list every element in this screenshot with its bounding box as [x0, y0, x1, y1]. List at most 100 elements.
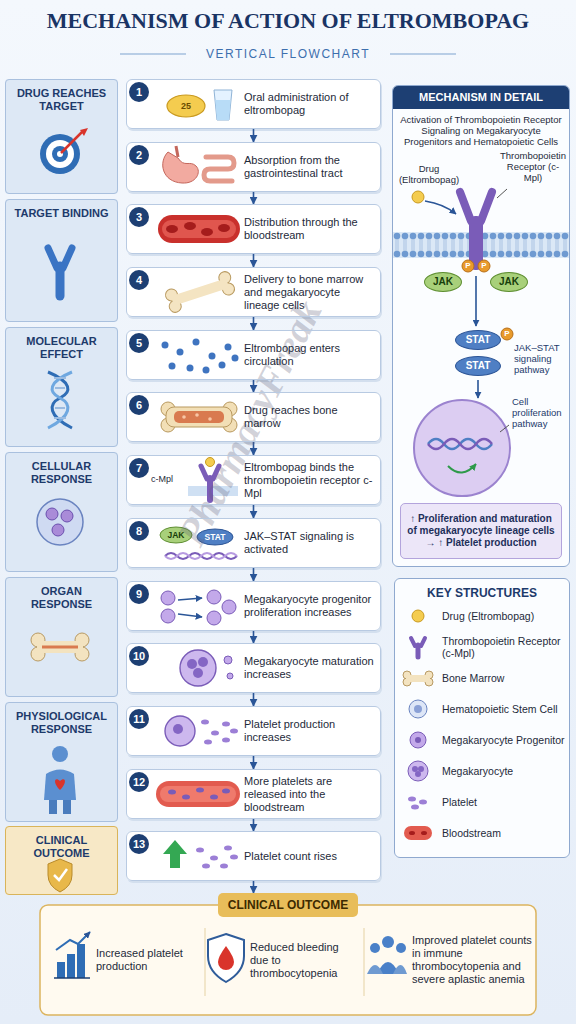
step-box-fill [126, 204, 381, 254]
oval-text: JAK [433, 276, 453, 288]
legend-icons [415, 737, 421, 743]
gi-tract [163, 146, 234, 183]
step-box-fill [126, 142, 381, 192]
step-number-circle [129, 207, 149, 227]
stage-box: DRUG REACHES TARGET [5, 79, 118, 194]
jak-oval: JAK [424, 272, 462, 292]
receptor-label: Thrombopoietin Receptor (c-Mpl) [498, 150, 568, 183]
platelet-production-figure [173, 724, 183, 734]
drug-particles [232, 355, 239, 362]
platelet-production-figure [230, 729, 238, 734]
receptor-icon [56, 266, 65, 296]
gi-tract [204, 157, 234, 181]
platelet-production-figure [222, 722, 230, 727]
step-box-fill [126, 831, 381, 881]
dna-icon [55, 407, 65, 409]
step-number: 4 [129, 270, 149, 290]
stage-fill [5, 826, 118, 895]
bone-marrow-figure [195, 413, 199, 417]
legend-text: Thrombopoietin Receptor (c-Mpl) [442, 635, 566, 659]
pathway-label: JAK–STAT signaling pathway [514, 342, 568, 375]
legend-icons [412, 766, 418, 772]
outcome-panel-fill [205, 928, 206, 996]
legend-icons [403, 610, 433, 840]
cell-icon [37, 499, 83, 545]
stage-fill [5, 327, 118, 447]
stage-heading: CLINICAL OUTCOME [9, 834, 114, 860]
gi-tract [163, 152, 199, 183]
nucleus [414, 400, 510, 496]
platelets-in-vessel [168, 790, 176, 795]
legend-item: Megakaryocyte [442, 765, 566, 777]
progenitor-cells [161, 609, 175, 623]
step-number: 2 [129, 145, 149, 165]
dna-icon [48, 372, 72, 428]
outcome-panel-fill [364, 928, 365, 996]
bone-figure [171, 278, 229, 305]
legend-icons [404, 826, 432, 840]
platelet-rise-figure [163, 840, 238, 869]
platelet-rise-figure [224, 846, 232, 851]
detail-panel-fill [392, 85, 570, 567]
shield-icon [48, 859, 72, 892]
title: MECHANISM OF ACTION OF ELTROMBOPAG [0, 8, 576, 34]
stage-box: CELLULAR RESPONSE [5, 452, 118, 572]
target-icon [61, 132, 82, 153]
stage-fill [5, 79, 118, 895]
drug-molecule [412, 191, 456, 214]
drug-molecule [425, 201, 456, 214]
panel-title: MECHANISM IN DETAIL [393, 86, 569, 109]
step-text: Absorption from the gastrointestinal tra… [244, 154, 377, 180]
legend-text: Megakaryocyte [442, 765, 513, 777]
flow-arrow [253, 819, 255, 831]
bleeding-shield-icon [208, 934, 244, 982]
stage-fill [5, 199, 118, 322]
key-panel-fill [394, 578, 570, 858]
pill-and-water [215, 100, 230, 120]
process-box: 12More platelets are released into the b… [126, 769, 381, 819]
phosphate-circle [501, 328, 513, 340]
jak-tag: JAK [160, 530, 192, 540]
step-number-circle [129, 270, 149, 290]
phosphate-circle [478, 260, 490, 272]
progenitor-cells [161, 591, 175, 605]
step-number: 8 [129, 521, 149, 541]
step-box-fill [126, 643, 381, 693]
tpo-receptor [460, 189, 507, 270]
step-text: Megakaryocyte progenitor proliferation i… [244, 593, 377, 619]
key-panel-fill [394, 578, 570, 858]
step-text: Megakaryocyte maturation increases [244, 655, 377, 681]
platelet-production-figure [201, 720, 209, 725]
process-box: 8JAK–STAT signaling is activated [126, 518, 381, 568]
drug-label: Drug (Eltrombopag) [396, 163, 462, 185]
step-number-circle [129, 82, 149, 854]
step-number: 12 [129, 772, 149, 792]
legend-icons [421, 831, 427, 835]
platelets-in-vessel [210, 795, 218, 800]
result-text: ↑ Proliferation and maturation of megaka… [401, 513, 561, 549]
phosphate-circle [462, 260, 474, 272]
bleeding-shield-icon [208, 934, 244, 982]
process-box: 10 Megakaryocyte maturation increases [126, 643, 381, 693]
step-text: Eltrombopag binds the thrombopoietin rec… [244, 461, 377, 500]
legend-icons [410, 732, 426, 748]
step-box-fill [126, 267, 381, 317]
blood-vessel [162, 220, 236, 238]
step-text: Eltrombopag enters circulation [244, 342, 377, 368]
flow-arrow [253, 192, 255, 204]
platelet-production-figure [211, 731, 219, 736]
bar-chart-icon [56, 932, 90, 950]
platelets-in-vessel [160, 786, 236, 802]
megakaryocyte-figure [193, 668, 203, 678]
step-text: Platelet production increases [244, 718, 377, 744]
megakaryocyte-figure [227, 673, 233, 679]
legend-item: Bone Marrow [442, 672, 566, 684]
cell-icon [52, 524, 64, 536]
megakaryocyte-figure [187, 659, 197, 669]
patients-icon [393, 965, 407, 974]
dna-icon [54, 377, 66, 379]
flow-arrow [253, 693, 255, 706]
stat-oval: STAT [455, 330, 501, 350]
step-number: 10 [129, 646, 149, 666]
stage-box: TARGET BINDING [5, 199, 118, 322]
